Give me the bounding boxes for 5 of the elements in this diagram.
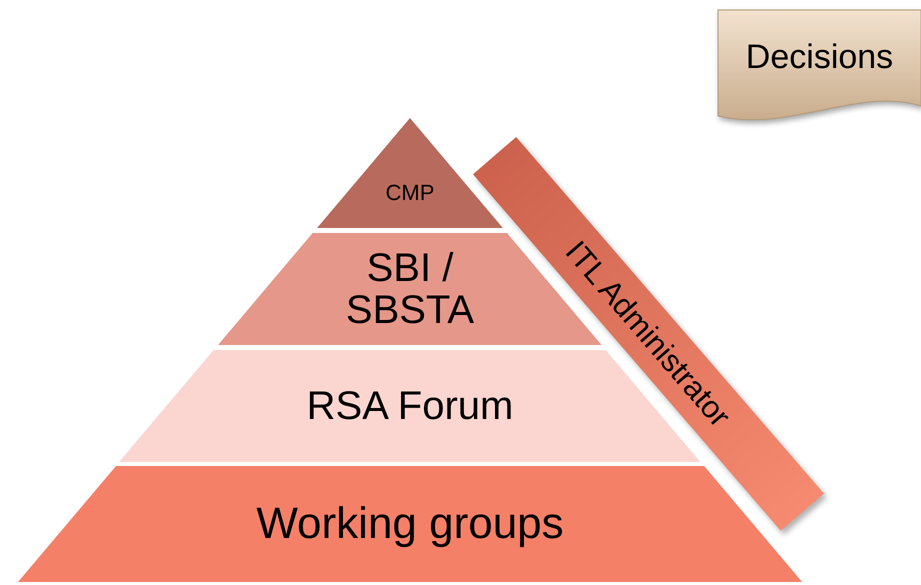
tier-label: RSA Forum (306, 385, 514, 427)
tier-label: CMP (386, 181, 434, 205)
tier-label: SBI / SBSTA (344, 247, 476, 331)
document-label: Decisions (746, 40, 894, 76)
tier-label: Working groups (256, 500, 564, 548)
